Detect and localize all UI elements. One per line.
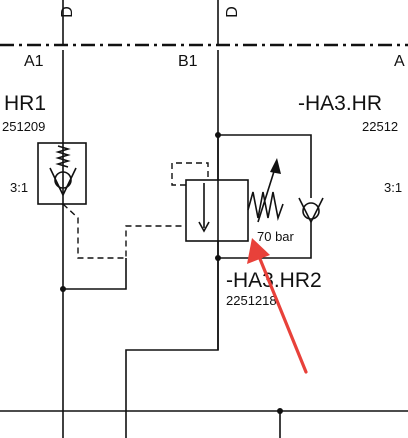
component-label-ha3-hr2: -HA3.HR2 <box>226 269 322 292</box>
component-code-ha3-hr2: 2251218 <box>226 293 277 308</box>
check-valve-hr1 <box>37 142 87 205</box>
spring-adjust-arrow <box>270 158 281 174</box>
ratio-label-right: 3:1 <box>384 180 402 195</box>
column-label-a1: A1 <box>24 53 44 70</box>
relief-valve <box>185 135 249 258</box>
adjustable-spring <box>247 158 284 223</box>
column-label-a: A <box>394 53 405 70</box>
component-code-ha3-hr: 22512 <box>362 119 398 134</box>
cut-label-right: D <box>224 6 241 18</box>
lower-piping <box>0 258 408 438</box>
cut-label-left: D <box>59 6 76 18</box>
component-code-hr1: 251209 <box>2 119 45 134</box>
relief-setting-label: 70 bar <box>257 229 295 244</box>
column-label-b1: B1 <box>178 53 198 70</box>
junction-dot <box>215 132 221 138</box>
component-label-ha3-hr: -HA3.HR <box>298 92 382 115</box>
pilot-lines <box>62 162 209 259</box>
bypass-check-valve <box>218 134 324 259</box>
component-label-hr1: HR1 <box>4 92 46 115</box>
ratio-label-left: 3:1 <box>10 180 28 195</box>
annotation-arrow <box>247 238 308 374</box>
